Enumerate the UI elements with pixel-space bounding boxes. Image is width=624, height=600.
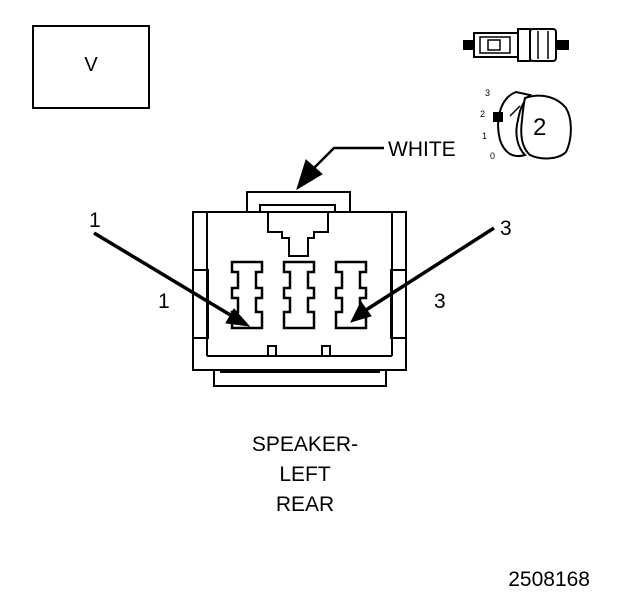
locator-scale-2: 2 (480, 109, 486, 119)
wire-color-leader (296, 146, 384, 191)
inline-connector-icon (463, 28, 569, 62)
view-label: V (84, 54, 98, 76)
pin-1-side-label: 1 (158, 290, 170, 313)
locator-position-number: 2 (533, 114, 547, 141)
location-locator-icon (493, 90, 572, 160)
caption-line-2: LEFT (279, 463, 331, 486)
connector-body (192, 191, 407, 387)
figure-number: 2508168 (508, 568, 590, 591)
pin-3-side-label: 3 (434, 290, 446, 313)
pin-1-callout-arrow (93, 231, 251, 327)
locator-scale-0: 0 (490, 151, 496, 161)
component-caption: SPEAKER- LEFT REAR (195, 430, 415, 520)
pin-3-callout-label: 3 (500, 217, 512, 240)
view-box: V (32, 25, 150, 109)
pin-1-callout-label: 1 (89, 209, 101, 232)
locator-scale-1: 1 (482, 131, 488, 141)
caption-line-3: REAR (275, 493, 335, 516)
locator-scale-3: 3 (485, 88, 491, 98)
wire-color-label: WHITE (388, 138, 456, 161)
pin-3-callout-arrow (350, 226, 495, 323)
caption-line-1: SPEAKER- (251, 433, 359, 456)
